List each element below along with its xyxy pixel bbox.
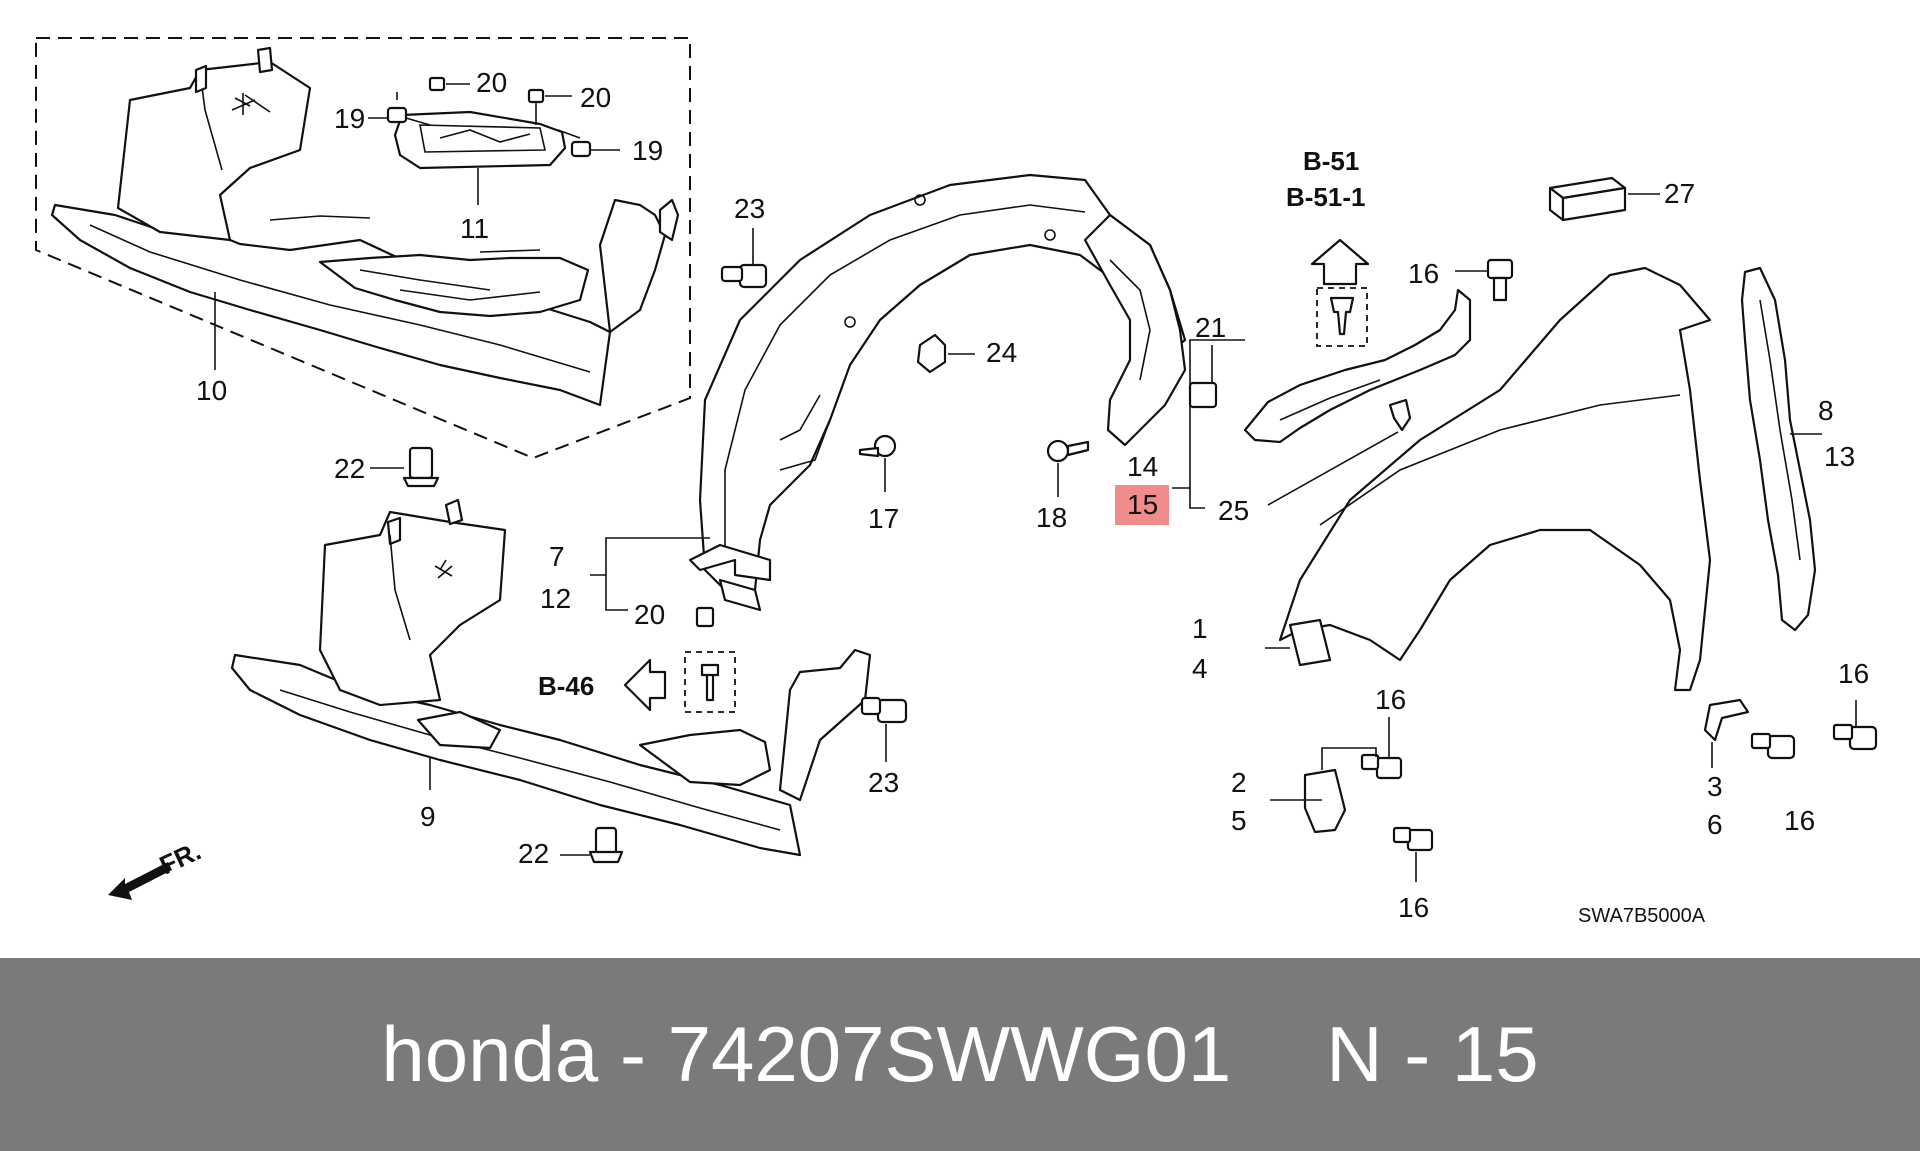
label-16-bottom: 16 xyxy=(1398,892,1429,923)
label-17: 17 xyxy=(868,503,899,534)
bolt-16-right-a xyxy=(1750,700,1857,760)
highlight-part-15 xyxy=(1115,485,1169,525)
label-16-right: 16 xyxy=(1838,658,1869,689)
label-23-upper: 23 xyxy=(734,193,765,224)
label-6: 6 xyxy=(1707,809,1723,840)
label-19-left: 19 xyxy=(334,103,365,134)
ref-b46: B-46 xyxy=(538,671,594,701)
clip-25 xyxy=(1267,398,1412,506)
label-25: 25 xyxy=(1218,495,1249,526)
block-27 xyxy=(1548,176,1660,222)
front-direction-arrow: FR. xyxy=(108,836,206,900)
bolt-16-lower xyxy=(1392,826,1434,882)
fender-bracket xyxy=(1243,288,1472,444)
bolt-23-lower xyxy=(860,696,908,762)
leader-14-15-25 xyxy=(1172,339,1245,509)
label-21: 21 xyxy=(1195,312,1226,343)
label-20-second: 20 xyxy=(580,82,611,113)
label-12: 12 xyxy=(540,583,571,614)
bolt-19-left xyxy=(368,92,431,126)
bolt-16-mid xyxy=(1360,717,1403,780)
footer-dash: - xyxy=(619,1010,646,1098)
part-number: 74207SWWG01 xyxy=(667,1010,1232,1098)
clip-22-upper xyxy=(370,446,440,488)
part-footer-banner: honda - 74207SWWG01 N - 15 xyxy=(0,958,1920,1151)
brand-name: honda xyxy=(381,1010,599,1098)
clip-20-upper-left xyxy=(428,76,470,92)
screw-18 xyxy=(1046,439,1090,497)
label-23-lower: 23 xyxy=(868,767,899,798)
bolt-23-upper xyxy=(720,228,768,289)
clip-24 xyxy=(916,333,975,374)
label-22-lower: 22 xyxy=(518,838,549,869)
label-16-lower-right: 16 xyxy=(1784,805,1815,836)
exploded-parts-diagram: FR. 10 11 19 19 20 20 22 22 9 23 23 7 12… xyxy=(35,37,1878,927)
bracket-2-5 xyxy=(1270,747,1377,834)
label-22-upper: 22 xyxy=(334,453,365,484)
label-27: 27 xyxy=(1664,178,1695,209)
label-20-top: 20 xyxy=(476,67,507,98)
label-15: 15 xyxy=(1127,489,1158,520)
label-10: 10 xyxy=(196,375,227,406)
seal-strip-part-8-13 xyxy=(1740,266,1822,632)
label-13: 13 xyxy=(1824,441,1855,472)
label-5: 5 xyxy=(1231,805,1247,836)
front-fender-part-1-4 xyxy=(1278,266,1712,692)
label-9: 9 xyxy=(420,801,436,832)
clip-20-upper-right xyxy=(527,88,572,125)
label-20-lower: 20 xyxy=(634,599,665,630)
diagram-code: SWA7B5000A xyxy=(1578,905,1706,927)
label-14: 14 xyxy=(1127,451,1158,482)
b51-reference xyxy=(1310,238,1370,347)
label-3: 3 xyxy=(1707,771,1723,802)
label-18: 18 xyxy=(1036,502,1067,533)
nut-21 xyxy=(1188,345,1218,409)
ref-b51: B-51 xyxy=(1303,146,1359,176)
label-24: 24 xyxy=(986,337,1017,368)
label-4: 4 xyxy=(1192,653,1208,684)
label-2: 2 xyxy=(1231,767,1247,798)
label-19-right: 19 xyxy=(632,135,663,166)
bolt-19-right xyxy=(557,129,620,158)
label-7: 7 xyxy=(549,541,565,572)
leader-7-12-20 xyxy=(590,537,710,611)
bolt-16-right-b xyxy=(1832,723,1878,751)
fender-liner xyxy=(688,173,1187,612)
clip-20-lower xyxy=(695,606,715,628)
label-16-mid: 16 xyxy=(1375,684,1406,715)
diagram-position: N - 15 xyxy=(1326,1010,1539,1098)
splash-plate-part-11 xyxy=(393,110,567,205)
label-11: 11 xyxy=(460,213,489,244)
bolt-16-top xyxy=(1455,258,1514,302)
bracket-3-6 xyxy=(1703,698,1750,768)
label-1: 1 xyxy=(1192,613,1208,644)
ref-b51-1: B-51-1 xyxy=(1286,182,1365,212)
b46-reference xyxy=(623,651,736,713)
under-cover-assembly-part-10 xyxy=(50,46,680,407)
under-cover-part-9 xyxy=(230,498,872,857)
screw-17 xyxy=(858,434,897,492)
label-16-top: 16 xyxy=(1408,258,1439,289)
label-8: 8 xyxy=(1818,395,1834,426)
clip-22-lower xyxy=(560,826,624,864)
